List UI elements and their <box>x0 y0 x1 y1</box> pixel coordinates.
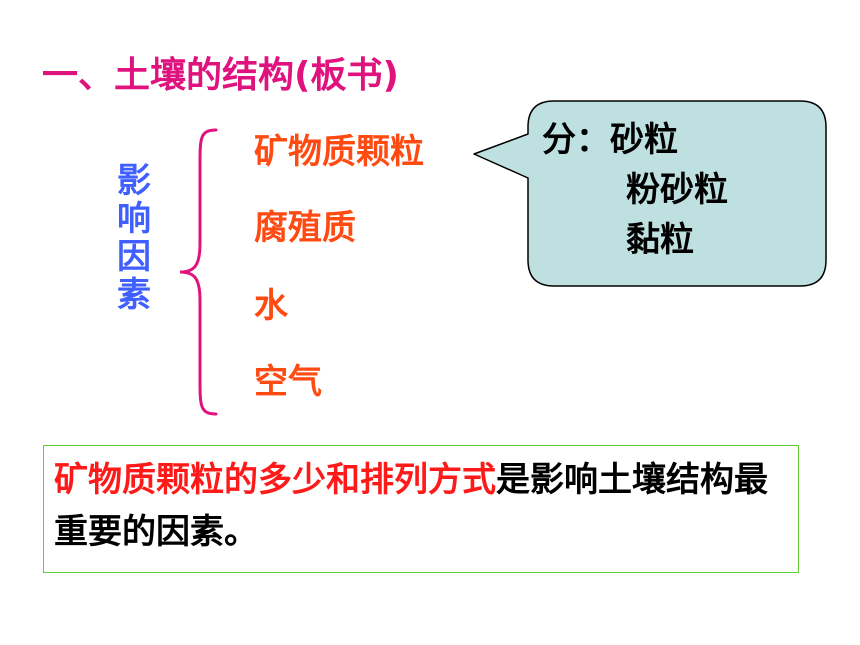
particle-clay: 黏粒 <box>626 220 694 260</box>
summary-box: 矿物质颗粒的多少和排列方式是影响土壤结构最重要的因素。 <box>43 445 799 573</box>
factor-humus: 腐殖质 <box>254 208 356 248</box>
particle-sand: 砂粒 <box>610 120 678 160</box>
callout-prefix-text: 分： <box>542 120 610 160</box>
vertical-char: 因 <box>117 237 151 277</box>
summary-highlight: 矿物质颗粒的多少和排列方式 <box>54 460 496 500</box>
particle-types-callout: 分：砂粒 粉砂粒 黏粒 <box>470 98 830 294</box>
influence-factors-label: 影 响 因 素 <box>112 162 156 314</box>
curly-brace <box>179 128 218 416</box>
vertical-char: 素 <box>117 275 151 315</box>
vertical-char: 影 <box>117 161 151 201</box>
factor-air: 空气 <box>254 362 322 402</box>
particle-silt: 粉砂粒 <box>626 170 728 210</box>
summary-rest: 是影响土壤结构最重要的因素。 <box>54 460 768 552</box>
vertical-char: 响 <box>117 199 151 239</box>
callout-bubble <box>473 100 827 287</box>
callout-prefix: 分：砂粒 <box>542 118 678 162</box>
factor-mineral-particles: 矿物质颗粒 <box>254 132 424 172</box>
factor-water: 水 <box>254 286 288 326</box>
page-title: 一、土壤的结构(板书) <box>42 55 399 96</box>
